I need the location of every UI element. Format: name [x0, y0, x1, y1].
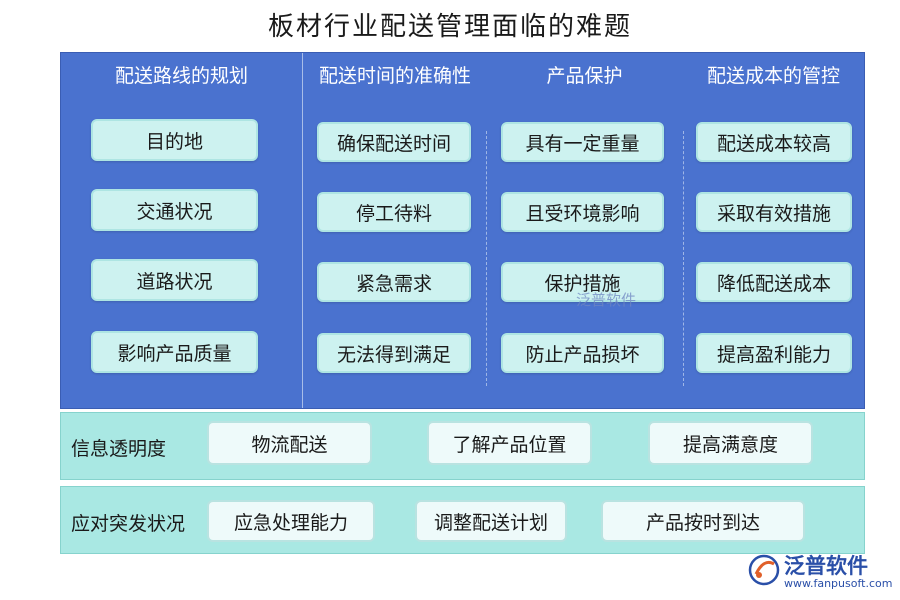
- item-weight: 具有一定重量: [501, 122, 664, 162]
- column-heading-cost: 配送成本的管控: [706, 65, 840, 87]
- band-item-on-time: 产品按时到达: [601, 500, 805, 542]
- company-logo: 泛普软件 www.fanpusoft.com: [748, 550, 892, 592]
- watermark-text: 泛普软件: [576, 291, 637, 309]
- item-profitability: 提高盈利能力: [696, 333, 852, 373]
- page-title: 板材行业配送管理面临的难题: [267, 12, 632, 42]
- column-divider: [302, 53, 303, 408]
- item-reduce-cost: 降低配送成本: [696, 262, 852, 302]
- item-downtime: 停工待料: [317, 192, 471, 232]
- logo-name: 泛普软件: [784, 554, 868, 578]
- band-item-satisfaction: 提高满意度: [648, 421, 813, 465]
- band-item-logistics: 物流配送: [207, 421, 372, 465]
- item-traffic: 交通状况: [91, 189, 258, 231]
- item-road: 道路状况: [91, 259, 258, 301]
- dashed-divider: [486, 131, 487, 386]
- band-transparency: 信息透明度 物流配送 了解产品位置 提高满意度: [60, 412, 865, 480]
- item-protection-measures: 保护措施: [501, 262, 664, 302]
- item-unmet: 无法得到满足: [317, 333, 471, 373]
- column-heading-route: 配送路线的规划: [114, 65, 248, 87]
- band-emergency: 应对突发状况 应急处理能力 调整配送计划 产品按时到达: [60, 486, 865, 554]
- item-environment: 且受环境影响: [501, 192, 664, 232]
- challenges-panel: 配送路线的规划 目的地 交通状况 道路状况 影响产品质量 配送时间的准确性 确保…: [60, 52, 865, 409]
- dashed-divider: [683, 131, 684, 386]
- band-label: 应对突发状况: [71, 513, 186, 535]
- item-urgent: 紧急需求: [317, 262, 471, 302]
- column-heading-protection: 产品保护: [546, 65, 623, 87]
- item-effective-measures: 采取有效措施: [696, 192, 852, 232]
- item-high-cost: 配送成本较高: [696, 122, 852, 162]
- band-item-location: 了解产品位置: [427, 421, 592, 465]
- item-destination: 目的地: [91, 119, 258, 161]
- item-prevent-damage: 防止产品损坏: [501, 333, 664, 373]
- logo-url: www.fanpusoft.com: [784, 577, 893, 590]
- item-quality: 影响产品质量: [91, 331, 258, 373]
- item-ensure-time: 确保配送时间: [317, 122, 471, 162]
- band-label: 信息透明度: [71, 438, 167, 460]
- band-item-adjust-plan: 调整配送计划: [415, 500, 567, 542]
- column-heading-time: 配送时间的准确性: [318, 65, 471, 87]
- band-item-emergency-handling: 应急处理能力: [207, 500, 375, 542]
- fanpu-logo-icon: [748, 554, 780, 586]
